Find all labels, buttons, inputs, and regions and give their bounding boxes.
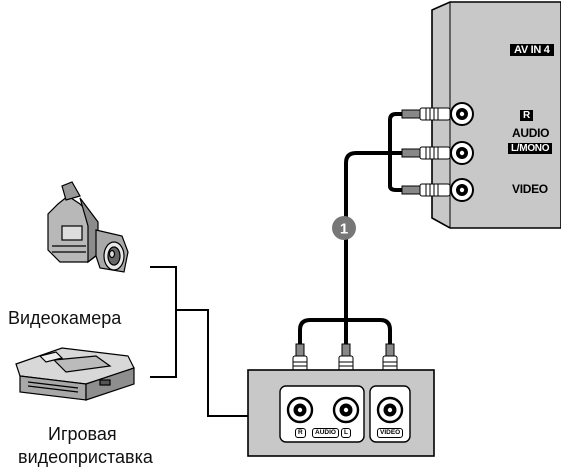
tv-label-audio: AUDIO bbox=[512, 126, 550, 140]
tv-jack-audio-r[interactable] bbox=[450, 102, 474, 126]
tv-jack-audio-l-mono[interactable] bbox=[450, 141, 474, 165]
callout-badge: 1 bbox=[332, 216, 356, 240]
device-label-video: VIDEO bbox=[377, 428, 404, 438]
tv-label-lmono: L/MONO bbox=[508, 143, 553, 154]
camcorder-label: Видеокамера bbox=[8, 308, 122, 328]
camcorder-icon bbox=[47, 181, 129, 273]
game-console-icon bbox=[15, 347, 135, 401]
tv-jack-video[interactable] bbox=[450, 178, 474, 202]
device-label-r: R bbox=[295, 428, 306, 438]
tv-label-video: VIDEO bbox=[512, 182, 548, 196]
device-label-audio: AUDIO bbox=[312, 428, 339, 438]
device-jack-audio-r[interactable] bbox=[286, 396, 314, 424]
tv-panel-header: AV IN 4 bbox=[510, 44, 554, 56]
device-jack-audio-l[interactable] bbox=[332, 396, 360, 424]
game-console-label-line1: Игровая bbox=[48, 424, 117, 444]
device-bracket-lines bbox=[150, 266, 248, 417]
tv-label-r: R bbox=[520, 110, 533, 121]
game-console-label-line2: видеоприставка bbox=[18, 447, 153, 467]
callout-number: 1 bbox=[340, 221, 348, 238]
av-cable bbox=[298, 112, 402, 344]
device-jack-video[interactable] bbox=[376, 396, 404, 424]
device-label-l: L bbox=[341, 428, 351, 438]
